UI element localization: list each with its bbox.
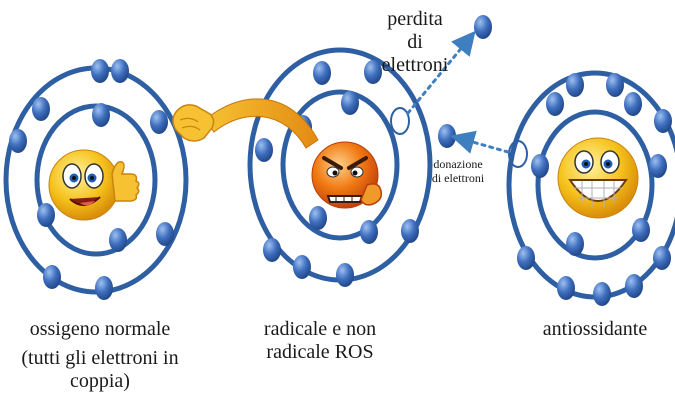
electron [360, 220, 378, 244]
loss-line-2: di [375, 31, 455, 54]
donation-line-2: di elettroni [418, 172, 498, 186]
electron [32, 97, 50, 121]
caption-atom1-sub-1: (tutti gli elettroni in [2, 347, 198, 370]
caption-oxygen-normal: ossigeno normale (tutti gli elettroni in… [2, 318, 198, 393]
electron [255, 138, 273, 162]
grabbing-hand-icon [173, 99, 318, 148]
electron [92, 103, 110, 127]
electron [341, 91, 359, 115]
electron [593, 282, 611, 306]
electron [111, 59, 129, 83]
electron [313, 61, 331, 85]
atom-oxygen-normal [6, 59, 186, 300]
caption-atom1-title: ossigeno normale [2, 318, 198, 341]
electron [649, 154, 667, 178]
grinning-smiley-icon [558, 138, 638, 218]
electron [336, 263, 354, 287]
electron [517, 246, 535, 270]
donated-electron [438, 124, 456, 148]
electron [653, 246, 671, 270]
electron [566, 232, 584, 256]
caption-atom2-line-1: radicale e non [228, 318, 412, 341]
electron-donation-arrow [462, 139, 508, 152]
caption-atom2-line-2: radicale ROS [228, 341, 412, 364]
donation-line-1: donazione [418, 158, 498, 172]
electron [95, 276, 113, 300]
atom-radical-ros [250, 50, 430, 287]
electron [401, 219, 419, 243]
caption-atom3-title: antiossidante [520, 318, 670, 341]
caption-atom1-sub-2: coppia) [2, 370, 198, 393]
electron [309, 206, 327, 230]
electron [624, 92, 642, 116]
loss-line-3: elettroni [375, 54, 455, 77]
electron [150, 110, 168, 134]
electron-loss-label: perdita di elettroni [375, 8, 455, 77]
electron-vacancy-marker [391, 108, 409, 134]
thumbs-up-smiley-icon [49, 150, 139, 220]
electron [632, 218, 650, 242]
electron [557, 276, 575, 300]
caption-radical-ros: radicale e non radicale ROS [228, 318, 412, 364]
caption-antioxidant: antiossidante [520, 318, 670, 341]
electron [9, 129, 27, 153]
electron [156, 222, 174, 246]
electron [625, 274, 643, 298]
electron [606, 73, 624, 97]
electron-donation-label: donazione di elettroni [418, 158, 498, 186]
electron [43, 265, 61, 289]
electron [37, 203, 55, 227]
lost-electron [474, 15, 492, 39]
electron [654, 109, 672, 133]
electron [293, 255, 311, 279]
electron [91, 59, 109, 83]
electron [566, 73, 584, 97]
angry-smiley-icon [312, 142, 381, 208]
electron [546, 92, 564, 116]
atom-antioxidant [509, 73, 675, 306]
electron [263, 238, 281, 262]
electron [531, 154, 549, 178]
electron [109, 228, 127, 252]
loss-line-1: perdita [375, 8, 455, 31]
